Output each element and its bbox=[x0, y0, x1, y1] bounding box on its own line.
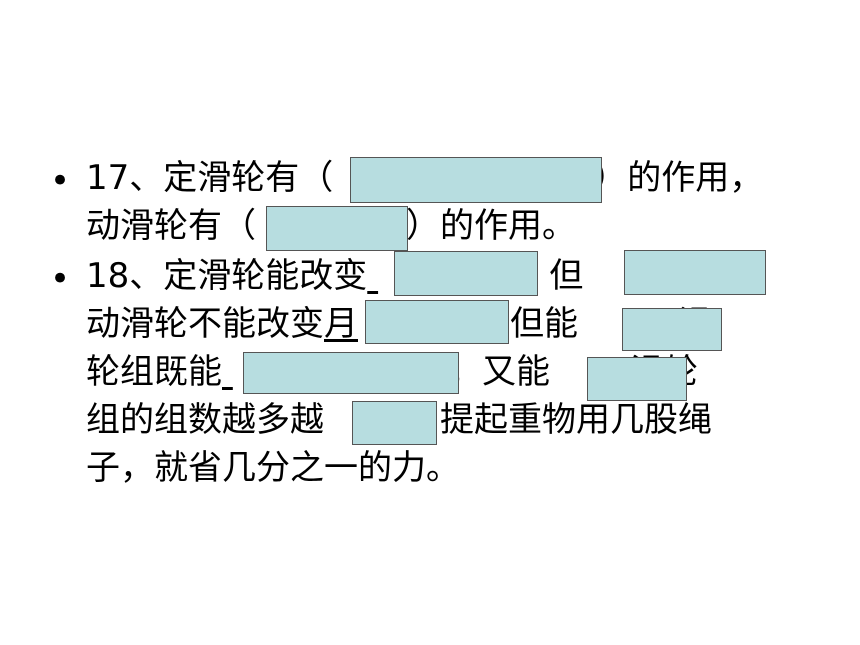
q17-text-d: ）的作用。 bbox=[406, 206, 576, 246]
q17-line-1: 17、定滑轮有（ ）的作用， bbox=[86, 158, 763, 198]
q18-partial-char: 月 bbox=[324, 304, 358, 344]
q18-text-g: ，又能 bbox=[448, 352, 550, 392]
answer-cover-box[interactable] bbox=[350, 157, 602, 203]
q18-line-1: 18、定滑轮能改变 ，但 bbox=[86, 256, 583, 296]
q18-text-c: 动滑轮不能改变 bbox=[86, 304, 324, 344]
q18-text-f: 轮组既能 bbox=[86, 352, 222, 392]
q18-text-k: 子，就省几分之一的力。 bbox=[86, 448, 460, 488]
answer-cover-box[interactable] bbox=[266, 206, 408, 251]
q17-text-b: ）的作用， bbox=[593, 158, 764, 198]
answer-cover-box[interactable] bbox=[243, 352, 459, 394]
q18-text-i: 组的组数越多越 bbox=[86, 400, 324, 440]
answer-cover-box[interactable] bbox=[365, 300, 509, 344]
q18-text-j: 提起重物用几股绳 bbox=[440, 400, 712, 440]
answer-cover-box[interactable] bbox=[352, 401, 437, 445]
q18-line-4: 组的组数越多越 提起重物用几股绳 bbox=[86, 400, 712, 440]
q17-line-2: 动滑轮有（ ）的作用。 bbox=[86, 206, 576, 246]
bullet-marker-17: • bbox=[50, 161, 71, 201]
bullet-marker-18: • bbox=[50, 259, 71, 299]
answer-cover-box[interactable] bbox=[624, 250, 766, 295]
q17-text-c: 动滑轮有（ bbox=[86, 206, 256, 246]
answer-cover-box[interactable] bbox=[587, 357, 687, 401]
q18-line-5: 子，就省几分之一的力。 bbox=[86, 448, 460, 488]
answer-cover-box[interactable] bbox=[622, 308, 722, 351]
answer-cover-box[interactable] bbox=[394, 251, 538, 296]
q18-text-a: 18、定滑轮能改变 bbox=[86, 256, 368, 296]
q17-text-a: 17、定滑轮有（ bbox=[86, 158, 334, 198]
